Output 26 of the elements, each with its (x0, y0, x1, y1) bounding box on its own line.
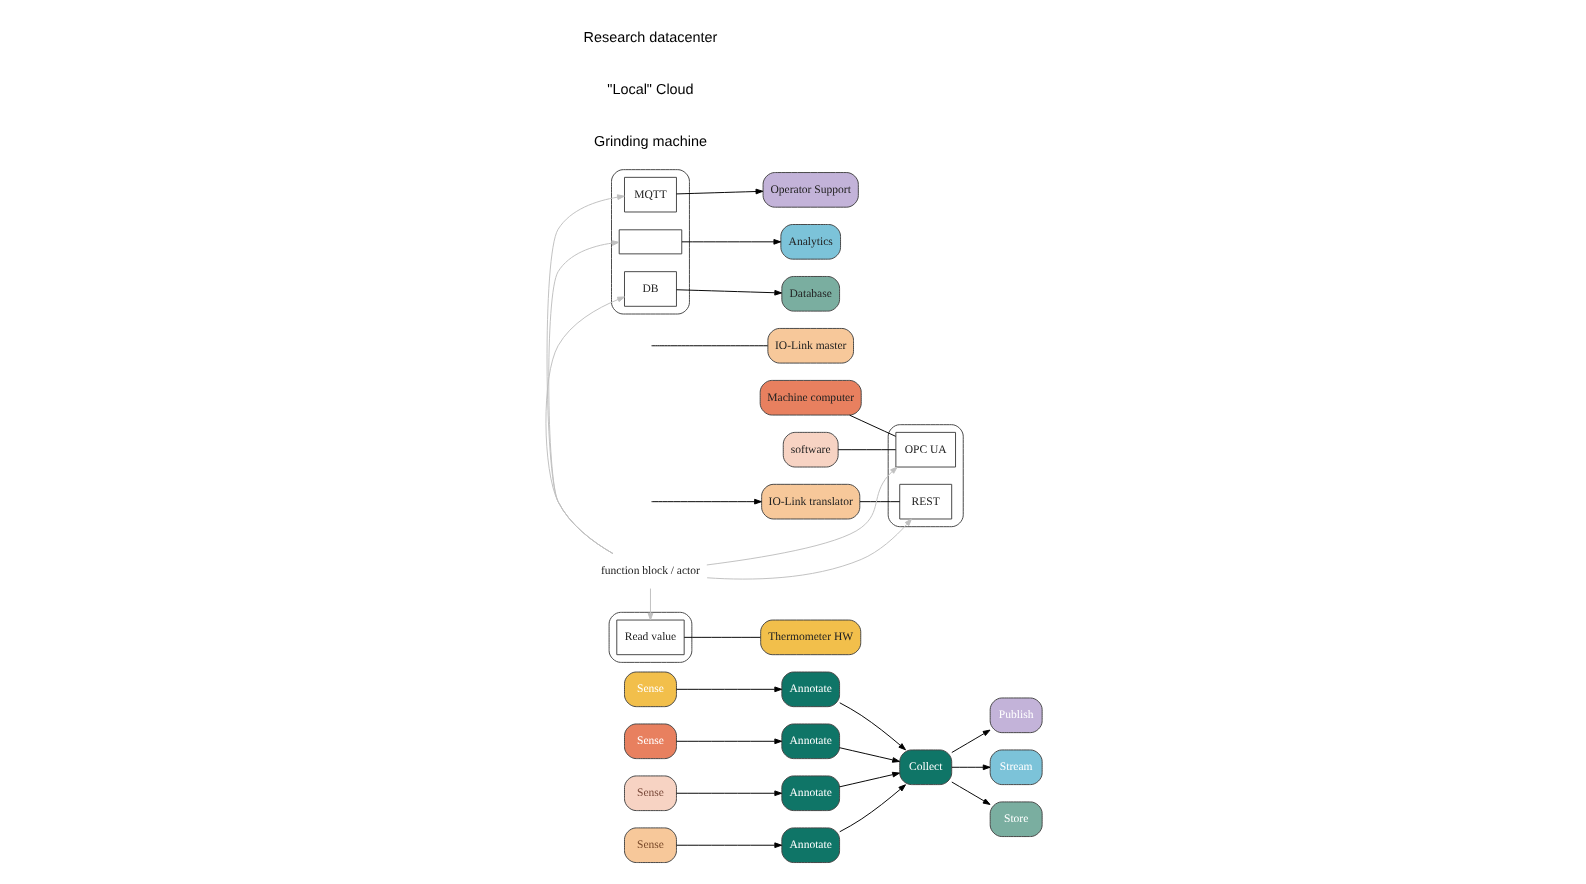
connector (836, 449, 896, 451)
arrow (646, 588, 653, 621)
arrow (675, 289, 782, 296)
arrow (675, 738, 782, 745)
arrow (675, 686, 782, 693)
arrow (544, 296, 624, 554)
arrow (838, 747, 899, 763)
connector (858, 501, 900, 503)
connector (682, 636, 760, 638)
arrow (838, 702, 905, 751)
arrow (680, 239, 781, 245)
arrow (705, 466, 897, 566)
connector (650, 345, 768, 347)
node-box (617, 229, 682, 255)
arrow (705, 518, 911, 580)
arrow (545, 194, 624, 554)
arrow (950, 781, 990, 805)
arrow (838, 771, 899, 788)
arrow (838, 784, 905, 833)
arrow (675, 188, 763, 195)
arrow (950, 764, 990, 771)
arrow (675, 842, 782, 849)
arrow (950, 729, 990, 753)
arrow (675, 790, 782, 797)
arrow (650, 498, 761, 505)
connector (848, 414, 896, 437)
